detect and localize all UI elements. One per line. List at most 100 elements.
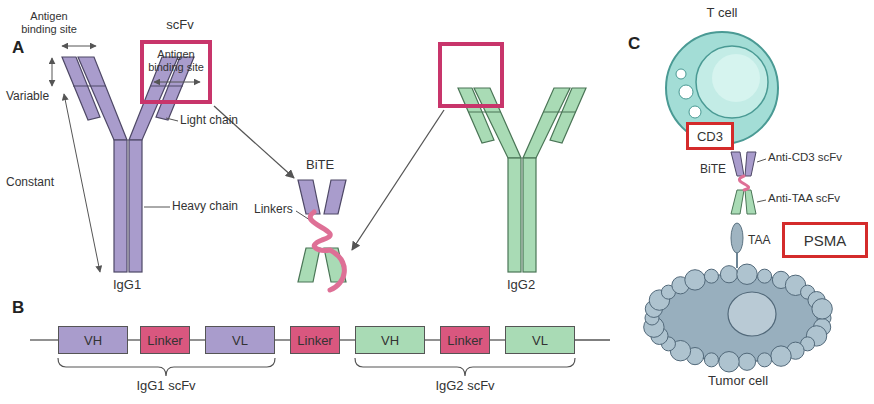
tumor-cell-part	[704, 353, 718, 367]
chain-label: Heavy chain	[172, 200, 238, 214]
bite-construct	[298, 180, 346, 290]
segment-label: VH	[381, 333, 399, 348]
leader-line	[757, 200, 766, 202]
vh-domain-box: VH	[58, 326, 128, 354]
segment-label: VH	[84, 333, 102, 348]
igg1-antibody	[62, 57, 194, 272]
panel-letter: C	[628, 34, 640, 54]
tumor-cell-part	[812, 299, 832, 319]
tumor-cell-part	[771, 346, 791, 366]
taa-stalk	[731, 223, 743, 268]
bite-construct	[298, 180, 320, 214]
igg1-antibody	[150, 85, 183, 86]
dimension-arrow	[52, 58, 53, 86]
tumor-cell-part	[719, 352, 739, 372]
small-bite-construct	[731, 152, 756, 176]
panel-letter: A	[12, 38, 24, 58]
tumor-cell-part	[720, 266, 737, 283]
t-cell-part	[676, 69, 686, 79]
tumor-cell-part	[728, 292, 776, 336]
part-label: Anti-CD3 scFv	[768, 151, 842, 164]
taa-stalk	[731, 223, 743, 253]
igg2-antibody	[474, 88, 521, 158]
region-label: Antigen binding site	[146, 48, 206, 74]
tumor-cell-part	[758, 269, 772, 283]
igg2-antibody	[468, 111, 501, 112]
bite-construct	[298, 180, 346, 214]
linker-box: Linker	[140, 326, 190, 354]
tumor-cell-part	[685, 270, 705, 290]
part-label: Anti-TAA scFv	[768, 192, 840, 205]
bracket	[58, 358, 575, 376]
tumor-cell-part	[758, 353, 772, 367]
connector-line	[340, 339, 355, 340]
t-cell-part	[696, 46, 768, 118]
bite-construct	[310, 212, 344, 290]
igg2-antibody	[458, 88, 586, 272]
tumor-cell-part	[704, 269, 718, 283]
igg2-antibody	[543, 111, 576, 112]
linker-box: Linker	[290, 326, 340, 354]
part-label: Linkers	[254, 203, 293, 217]
small-bite-construct	[745, 152, 756, 176]
chain-label: Light chain	[180, 114, 238, 128]
bite-construct	[298, 248, 320, 282]
segment-label: Linker	[297, 333, 332, 348]
segment-label: VL	[232, 333, 248, 348]
transfer-arrow	[214, 106, 444, 250]
scfv-chain-line	[575, 339, 610, 340]
vl-domain-box: VL	[505, 326, 575, 354]
construct-name: BiTE	[306, 158, 334, 173]
taa-stalk	[736, 252, 738, 268]
receptor-name: CD3	[697, 129, 723, 144]
igg1-antibody	[73, 85, 106, 86]
psma-highlight-box: PSMA	[782, 222, 868, 258]
igg2-highlight-box	[440, 44, 502, 106]
transfer-arrow	[352, 110, 444, 250]
antigen-name: PSMA	[804, 232, 847, 249]
bracket-label: IgG2 scFv	[415, 379, 515, 394]
t-cell-part	[679, 85, 693, 99]
bracket	[58, 358, 275, 376]
igg1-antibody	[114, 140, 127, 272]
small-bite-construct	[731, 152, 756, 214]
leader-line	[144, 207, 170, 208]
linker-box: Linker	[440, 326, 490, 354]
small-bite-construct	[739, 176, 748, 190]
leader-line	[144, 118, 766, 224]
tumor-cell: Tumor cell	[640, 262, 836, 370]
dimension-arrow	[52, 46, 200, 272]
antibody-name: IgG2	[507, 278, 535, 293]
segment-label: Linker	[147, 333, 182, 348]
igg2-antibody	[523, 158, 536, 272]
segment-label: VL	[532, 333, 548, 348]
connector-line	[490, 339, 505, 340]
small-bite-construct	[731, 152, 744, 176]
cd3-highlight-box: CD3	[686, 122, 734, 150]
t-cell-part	[712, 54, 760, 102]
cell-name: T cell	[664, 6, 780, 21]
tumor-cell-part	[652, 274, 824, 362]
tumor-cell-outline	[640, 262, 836, 370]
connector-line	[425, 339, 440, 340]
scfv-chain-line	[30, 339, 58, 340]
dimension-arrow	[64, 94, 100, 272]
igg1-antibody	[129, 140, 142, 272]
dimension-arrow	[62, 46, 96, 47]
igg2-antibody	[523, 88, 570, 158]
cell-name: Tumor cell	[640, 374, 836, 389]
connector-line	[128, 339, 140, 340]
connector-line	[275, 339, 290, 340]
region-label: Antigen binding site	[18, 10, 80, 35]
tumor-cell-part	[738, 353, 755, 370]
fragment-name: scFv	[134, 18, 226, 33]
region-label: Constant	[6, 176, 54, 190]
antibody-name: IgG1	[113, 278, 141, 293]
vl-domain-box: VL	[205, 326, 275, 354]
bracket	[355, 358, 575, 376]
antigen-label: TAA	[748, 234, 770, 248]
